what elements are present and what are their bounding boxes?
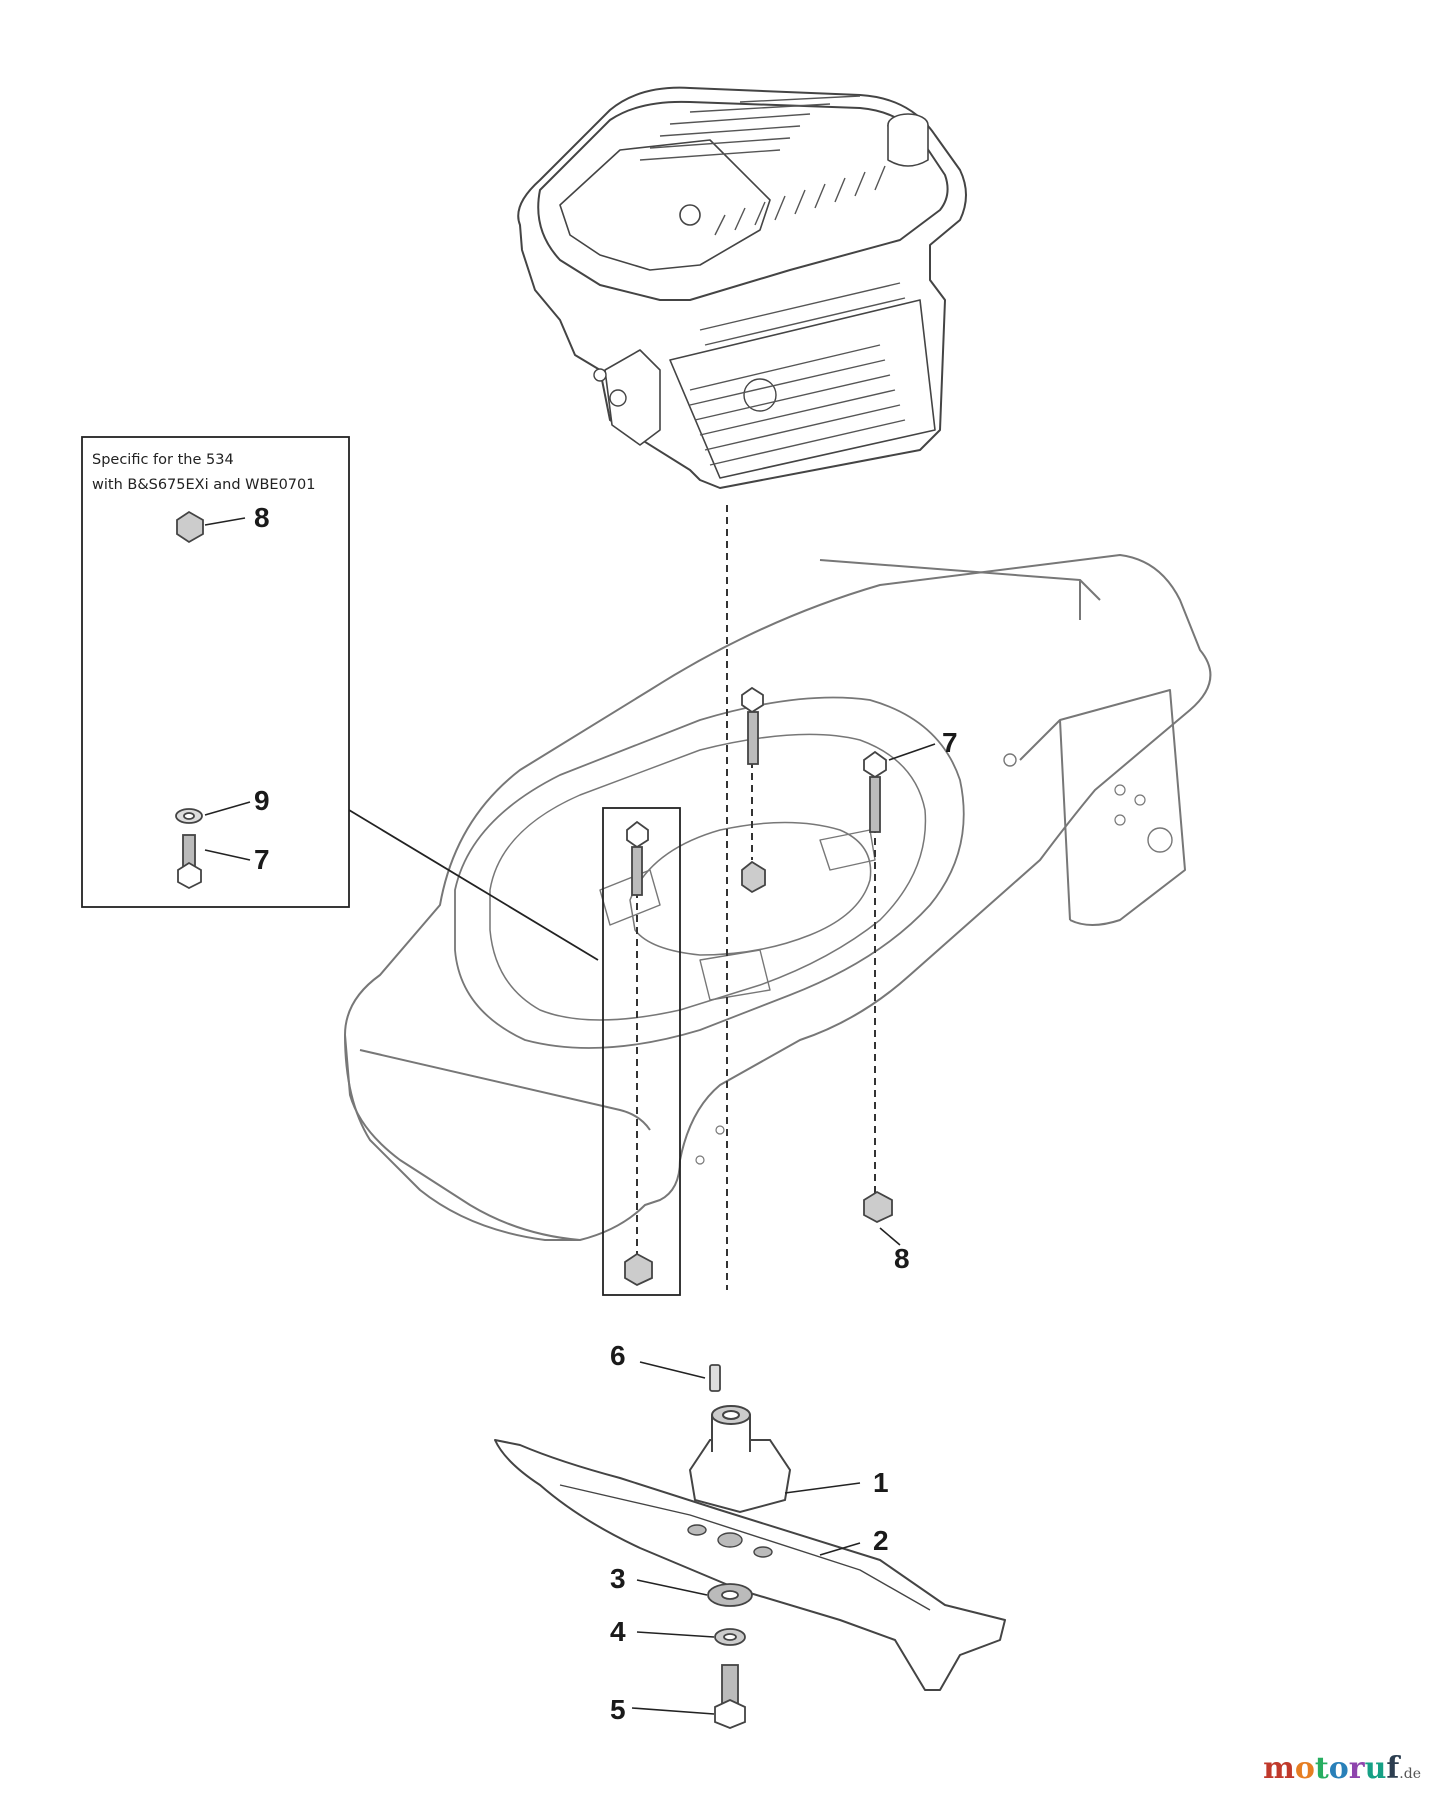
callout-9-inset: 9 bbox=[254, 785, 270, 816]
callout-leaders bbox=[204, 517, 936, 1715]
inset-line-1: Specific for the 534 bbox=[92, 452, 234, 468]
callout-4: 4 bbox=[610, 1616, 626, 1647]
inset-washer bbox=[175, 808, 203, 824]
callout-8-inset: 8 bbox=[254, 502, 270, 533]
inset-nut bbox=[176, 510, 204, 544]
box-bolt bbox=[626, 820, 649, 896]
callout-6: 6 bbox=[610, 1340, 626, 1371]
wm-de: de bbox=[1403, 1766, 1421, 1782]
callout-1: 1 bbox=[873, 1467, 889, 1498]
inset-leader-line bbox=[348, 809, 599, 961]
inset-box bbox=[81, 436, 350, 908]
wm-u: u bbox=[1364, 1751, 1387, 1786]
wm-dot: . bbox=[1399, 1766, 1404, 1782]
callout-7-inset: 7 bbox=[254, 844, 270, 875]
inset-line-2: with B&S675EXi and WBE0701 bbox=[92, 477, 315, 493]
highlight-box bbox=[602, 807, 681, 1296]
engine bbox=[517, 86, 967, 489]
wm-o2: o bbox=[1328, 1751, 1349, 1786]
wm-f: f bbox=[1386, 1751, 1400, 1786]
small-washer bbox=[714, 1628, 746, 1646]
watermark-logo: motoruf.de bbox=[1263, 1751, 1421, 1786]
inset-bolt bbox=[177, 834, 202, 890]
center-bolt bbox=[741, 686, 764, 765]
right-bolt bbox=[863, 750, 887, 833]
large-washer bbox=[707, 1583, 753, 1607]
callout-7-deck: 7 bbox=[942, 727, 958, 758]
blade-hub bbox=[688, 1405, 792, 1514]
wm-o1: o bbox=[1294, 1751, 1315, 1786]
callout-3: 3 bbox=[610, 1563, 626, 1594]
callout-5: 5 bbox=[610, 1694, 626, 1725]
engine-cooling-fins bbox=[639, 95, 906, 466]
callout-2: 2 bbox=[873, 1525, 889, 1556]
center-nut bbox=[741, 860, 766, 894]
wm-t: t bbox=[1314, 1751, 1329, 1786]
wm-m: m bbox=[1263, 1751, 1295, 1786]
box-nut bbox=[624, 1252, 653, 1287]
wm-r: r bbox=[1348, 1751, 1365, 1786]
mower-deck bbox=[344, 554, 1212, 1241]
blade-bolt bbox=[714, 1664, 746, 1729]
right-nut bbox=[863, 1190, 893, 1224]
key bbox=[709, 1364, 721, 1392]
callout-8-deck: 8 bbox=[894, 1243, 910, 1274]
